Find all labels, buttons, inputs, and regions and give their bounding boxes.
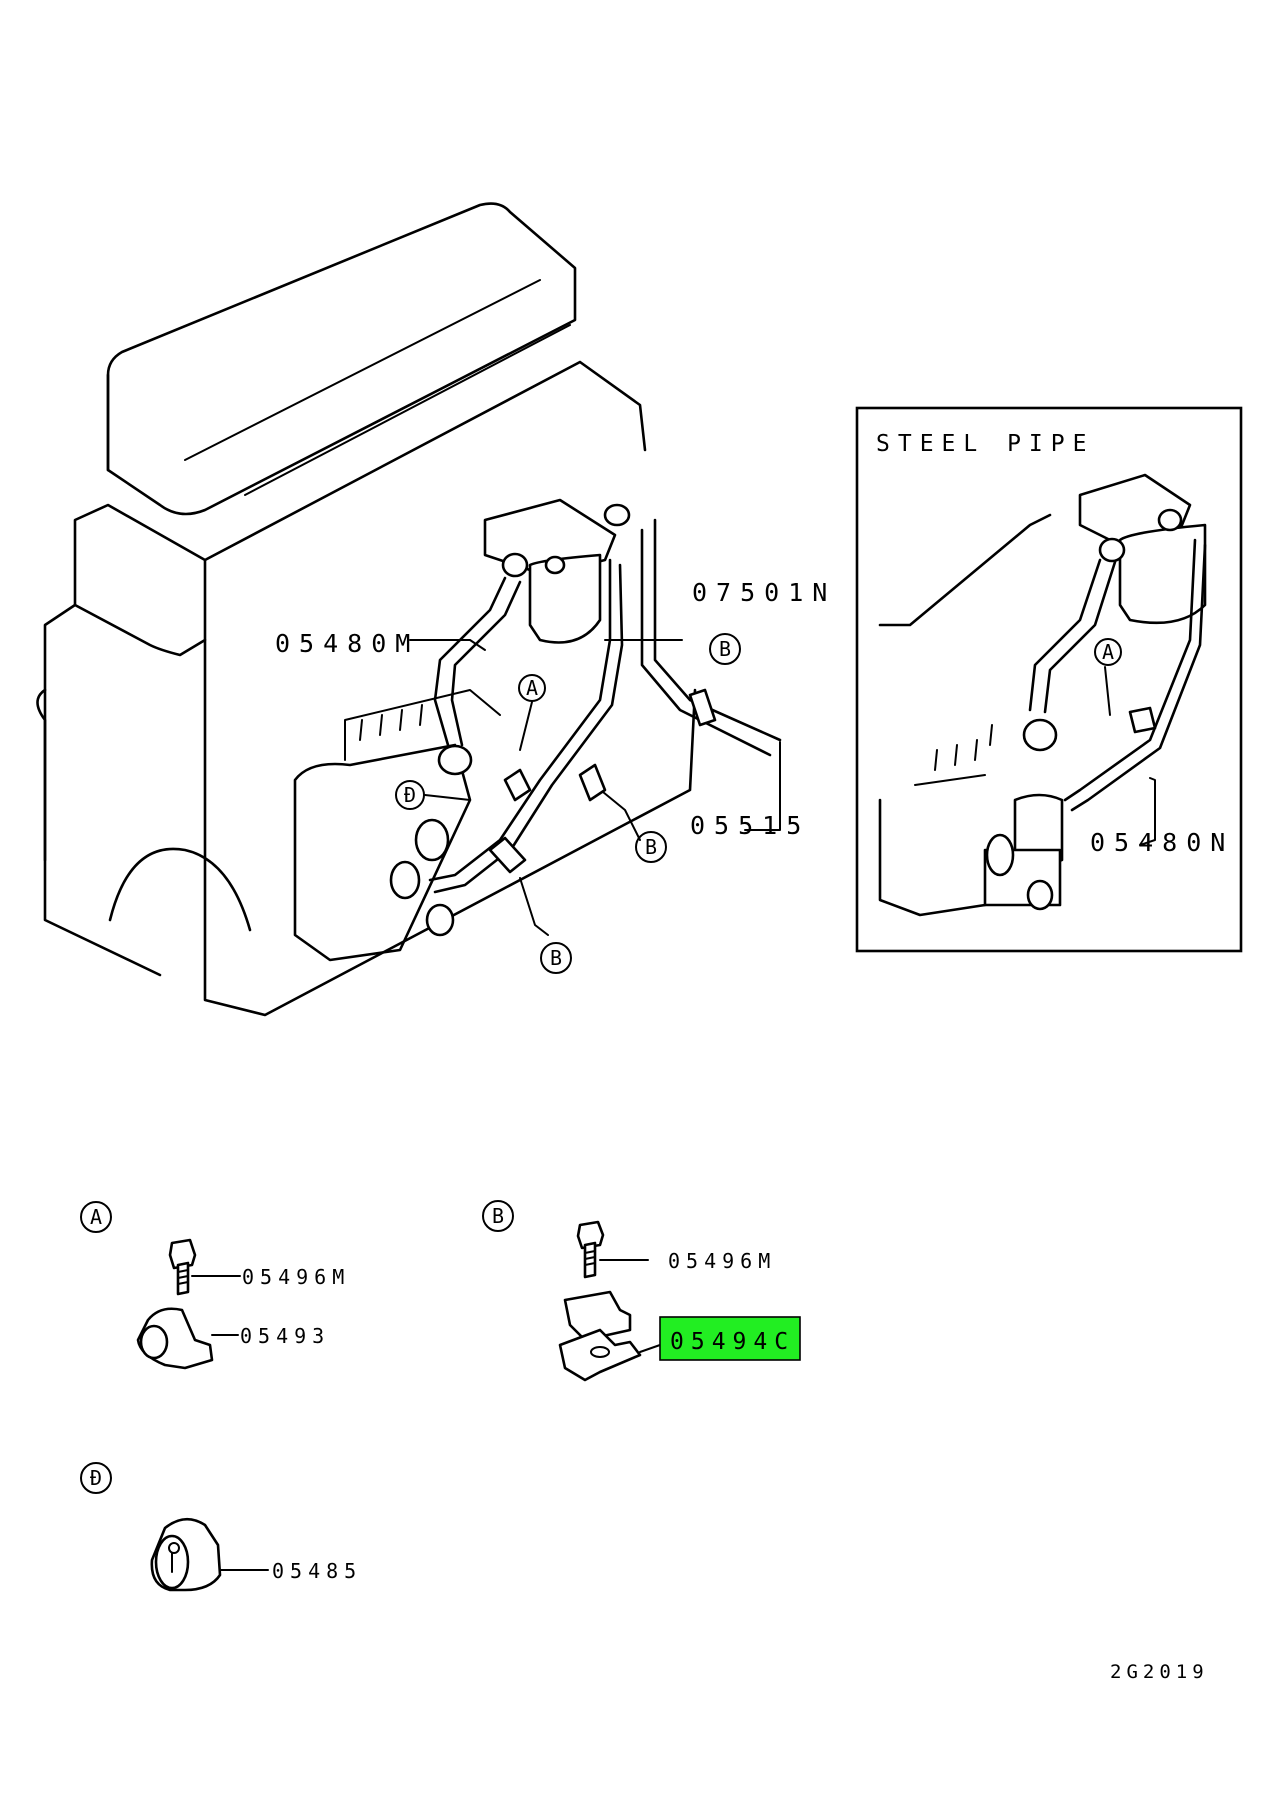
callout-a-main: A	[518, 674, 546, 702]
svg-text:B: B	[719, 637, 731, 661]
engine-illustration	[36, 202, 782, 1017]
label-05480M: 05480M	[275, 629, 419, 658]
svg-text:A: A	[526, 676, 538, 700]
drawing-number: 2G2019	[1110, 1661, 1209, 1683]
label-05496M-b: 05496M	[668, 1249, 776, 1273]
callout-d-main: Đ	[395, 780, 425, 810]
label-05515: 05515	[690, 811, 810, 840]
callout-a-inset: A	[1094, 638, 1122, 666]
svg-text:B: B	[492, 1204, 504, 1228]
label-07501N: 07501N	[692, 578, 836, 607]
svg-text:A: A	[1102, 640, 1114, 664]
callout-b-main-2: B	[635, 831, 667, 863]
steel-pipe-inset: STEEL PIPE	[855, 406, 1243, 953]
callout-b-main-3: B	[540, 942, 572, 974]
svg-text:B: B	[550, 946, 562, 970]
detail-d: Đ 05485	[80, 1462, 362, 1592]
label-05493: 05493	[240, 1324, 330, 1348]
callout-b-main-1: B	[709, 633, 741, 665]
svg-text:B: B	[645, 835, 657, 859]
svg-text:A: A	[90, 1205, 102, 1229]
inset-title: STEEL PIPE	[876, 431, 1094, 457]
detail-b: B 05496M	[482, 1200, 776, 1382]
label-05496M-a: 05496M	[242, 1265, 350, 1289]
leader-lines	[409, 639, 781, 936]
callout-b-detail: B	[482, 1200, 514, 1232]
callout-a-detail: A	[80, 1201, 112, 1233]
highlight-box-05494C	[659, 1316, 801, 1361]
label-05494C[interactable]: 05494C	[670, 1329, 795, 1355]
label-05485: 05485	[272, 1559, 362, 1583]
detail-a: A 05496M 05493	[80, 1201, 350, 1370]
svg-text:Đ: Đ	[404, 783, 416, 807]
svg-text:Đ: Đ	[90, 1466, 102, 1490]
label-05480N: 05480N	[1090, 828, 1234, 857]
callout-d-detail: Đ	[80, 1462, 112, 1494]
